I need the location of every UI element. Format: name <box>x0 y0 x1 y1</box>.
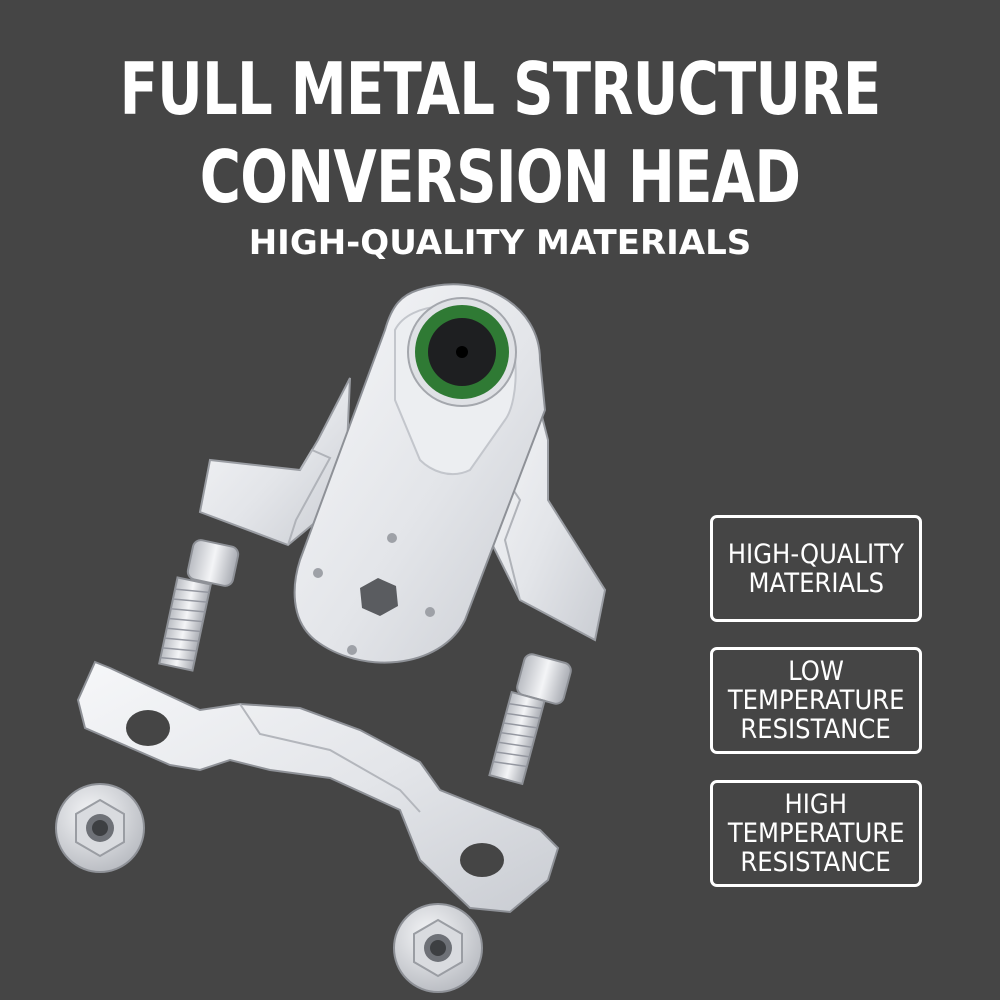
headline-line-2: CONVERSION HEAD <box>199 135 801 219</box>
feature-badge-high-temperature: HIGH TEMPERATURE RESISTANCE <box>710 780 922 887</box>
bolt-left <box>158 539 240 672</box>
flange-nut-bottom <box>393 903 483 993</box>
clamp-bracket <box>76 660 560 914</box>
conversion-head-arm <box>293 283 547 664</box>
feature-line: RESISTANCE <box>740 714 892 745</box>
feature-line: TEMPERATURE <box>727 685 905 716</box>
feature-line: TEMPERATURE <box>727 818 905 849</box>
feature-badge-low-temperature: LOW TEMPERATURE RESISTANCE <box>710 647 922 754</box>
feature-line: LOW <box>788 656 844 687</box>
bolt-right <box>488 653 572 786</box>
headline-line-1: FULL METAL STRUCTURE <box>119 47 882 131</box>
feature-line: RESISTANCE <box>740 847 892 878</box>
feature-badge-high-quality: HIGH-QUALITY MATERIALS <box>710 515 922 622</box>
feature-line: HIGH-QUALITY <box>727 538 905 570</box>
product-image <box>55 283 607 993</box>
feature-line: HIGH <box>784 789 848 820</box>
subtitle: HIGH-QUALITY MATERIALS <box>248 223 752 263</box>
flange-nut-left <box>55 783 145 873</box>
feature-line: MATERIALS <box>748 567 884 599</box>
